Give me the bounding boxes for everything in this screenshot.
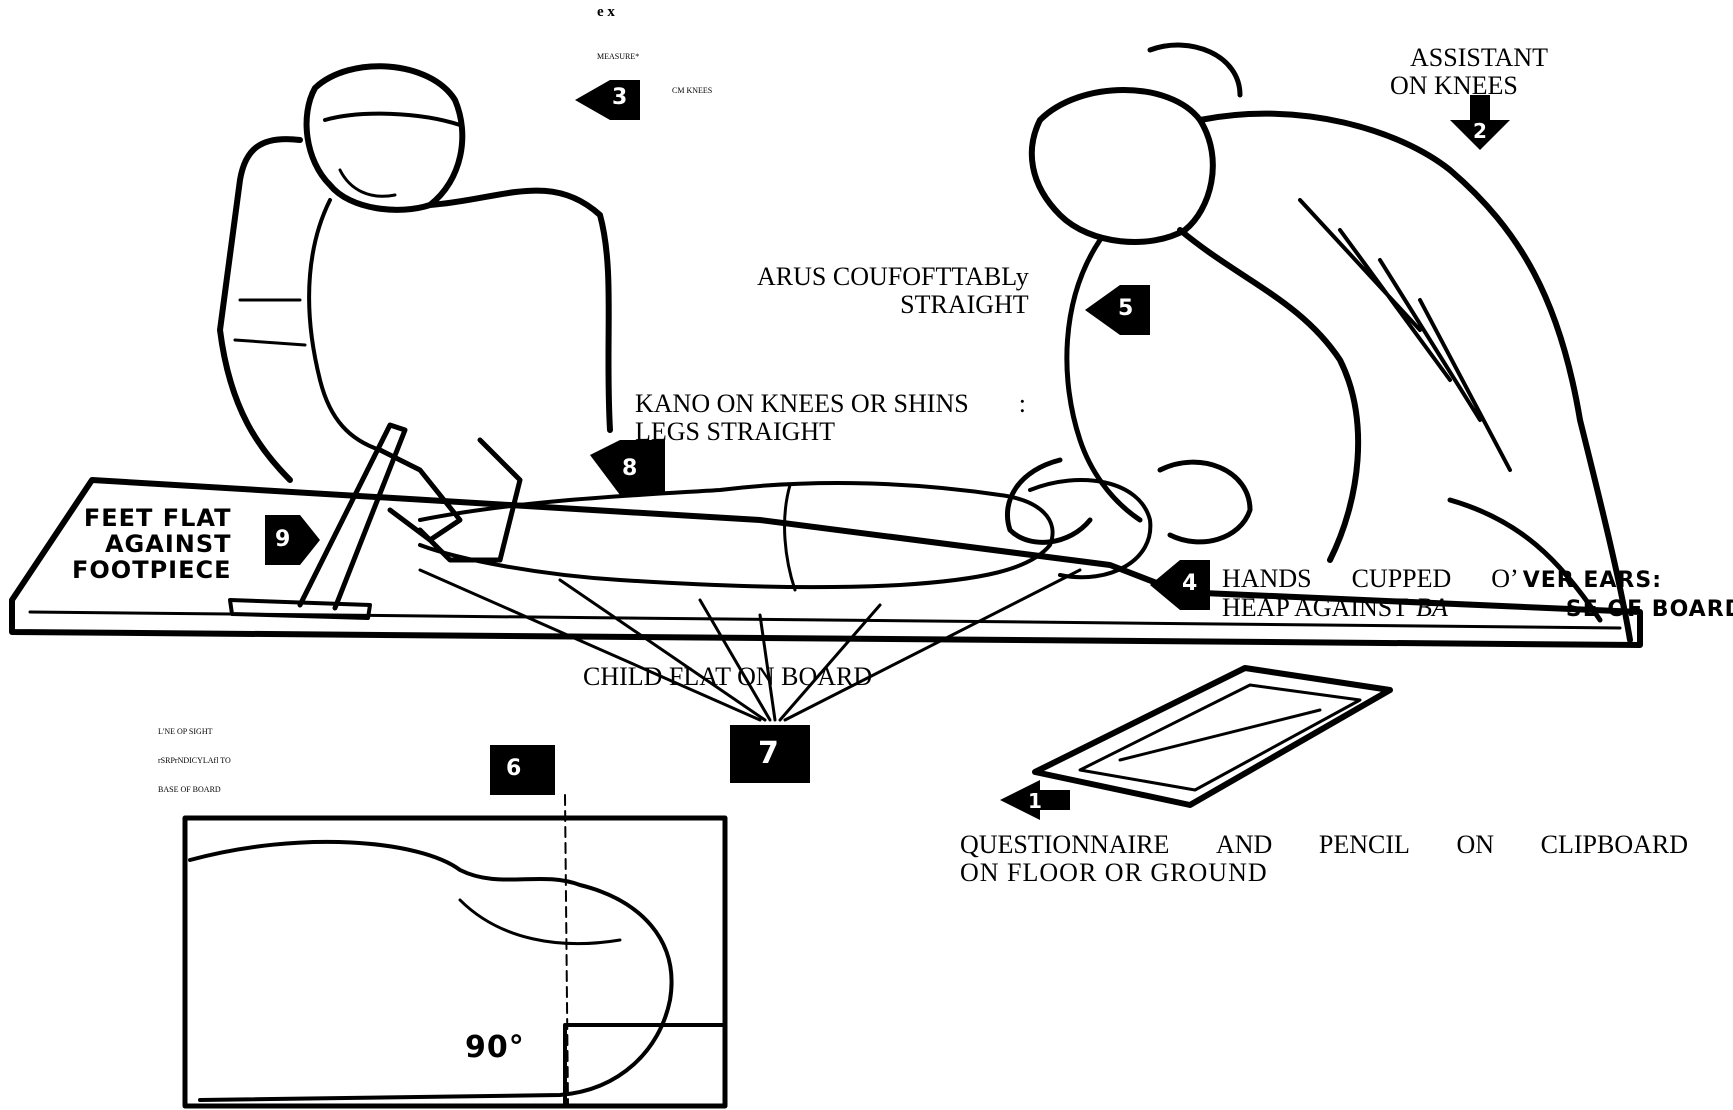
arms-label-line2: STRAIGHT [757, 291, 1029, 319]
step-2-label: 2 [1473, 118, 1488, 144]
assistant-label-line1: ASSISTANT [1390, 44, 1548, 72]
assistant-figure [1007, 45, 1630, 640]
hands-word-1: HANDS [1222, 565, 1312, 593]
questionnaire-label-line2: ON FLOOR OR GROUND [960, 859, 1688, 887]
hands-word-2: CUPPED [1352, 565, 1452, 593]
questionnaire-word-4: ON [1457, 831, 1495, 859]
sight-label-line3: BASE OF BOARD [158, 785, 231, 795]
hands-suffix: VER EARS: [1523, 568, 1662, 594]
measurer-label-line1: MEASURE* [597, 52, 639, 62]
step-1-label: 1 [1028, 788, 1043, 814]
sight-label: L'NE OP SIGHT rSRPrNDICYLAfl TO BASE OF … [158, 727, 231, 795]
child-label: CHILD FLAT ON BOARD [583, 663, 872, 691]
hands-label-line1: HANDS CUPPED O’ VER EARS: [1222, 565, 1733, 594]
hands-word-3: O’ [1491, 565, 1518, 593]
questionnaire-word-1: QUESTIONNAIRE [960, 831, 1169, 859]
knees-label: KANO ON KNEES OR SHINS: LEGS STRAIGHT [635, 390, 1026, 446]
questionnaire-label: QUESTIONNAIRE AND PENCIL ON CLIPBOARD ON… [960, 831, 1688, 887]
pointer-lines [420, 570, 1080, 720]
angle-label: 90° [465, 1032, 525, 1064]
hands-label-line2: HEAP AGAINST BA SE OF BOARD [1222, 594, 1733, 623]
arms-label-line1: ARUS COUFOFTTABLy [757, 263, 1029, 291]
step-arrows [265, 80, 1510, 820]
feet-label-line2: AGAINST [72, 531, 232, 557]
hands-line2-text: HEAP AGAINST [1222, 594, 1408, 622]
clipboard [1035, 668, 1390, 805]
measurer-label: MEASURE* [597, 52, 639, 62]
assistant-label-line2: ON KNEES [1390, 72, 1548, 100]
step-3-label: 3 [612, 85, 628, 111]
sight-label-line2: rSRPrNDICYLAfl TO [158, 756, 231, 766]
step-9-label: 9 [275, 527, 291, 553]
top-marks: e x [597, 4, 615, 21]
feet-label-line1: FEET FLAT [72, 505, 232, 531]
knees-label-line1: KANO ON KNEES OR SHINS: [635, 390, 1026, 418]
hands-line2-suffix: SE OF BOARD [1566, 597, 1733, 623]
step-8-label: 8 [622, 456, 638, 482]
step-5-label: 5 [1118, 296, 1134, 322]
knees-line1-text: KANO ON KNEES OR SHINS [635, 389, 969, 418]
step-4-label: 4 [1182, 571, 1198, 597]
feet-label-line3: FOOTPIECE [72, 557, 232, 583]
questionnaire-word-3: PENCIL [1319, 831, 1410, 859]
questionnaire-label-line1: QUESTIONNAIRE AND PENCIL ON CLIPBOARD [960, 831, 1688, 859]
hands-line2-italic: BA [1416, 594, 1448, 622]
child-figure [420, 480, 1150, 590]
sight-label-line1: L'NE OP SIGHT [158, 727, 231, 737]
hands-label: HANDS CUPPED O’ VER EARS: HEAP AGAINST B… [1222, 565, 1733, 623]
knees-label-line2: LEGS STRAIGHT [635, 418, 1026, 446]
assistant-label: ASSISTANT ON KNEES [1390, 44, 1548, 100]
feet-label: FEET FLAT AGAINST FOOTPIECE [72, 505, 232, 583]
step-7-label: 7 [758, 738, 780, 770]
questionnaire-word-5: CLIPBOARD [1541, 831, 1688, 859]
measurer-label-knees: CM KNEES [672, 86, 712, 96]
knees-mark: : [1019, 389, 1026, 418]
questionnaire-word-2: AND [1216, 831, 1272, 859]
arms-label: ARUS COUFOFTTABLy STRAIGHT [757, 263, 1029, 319]
measurer-figure [220, 66, 610, 560]
step-6-label: 6 [506, 756, 522, 782]
inset-detail [185, 795, 725, 1106]
